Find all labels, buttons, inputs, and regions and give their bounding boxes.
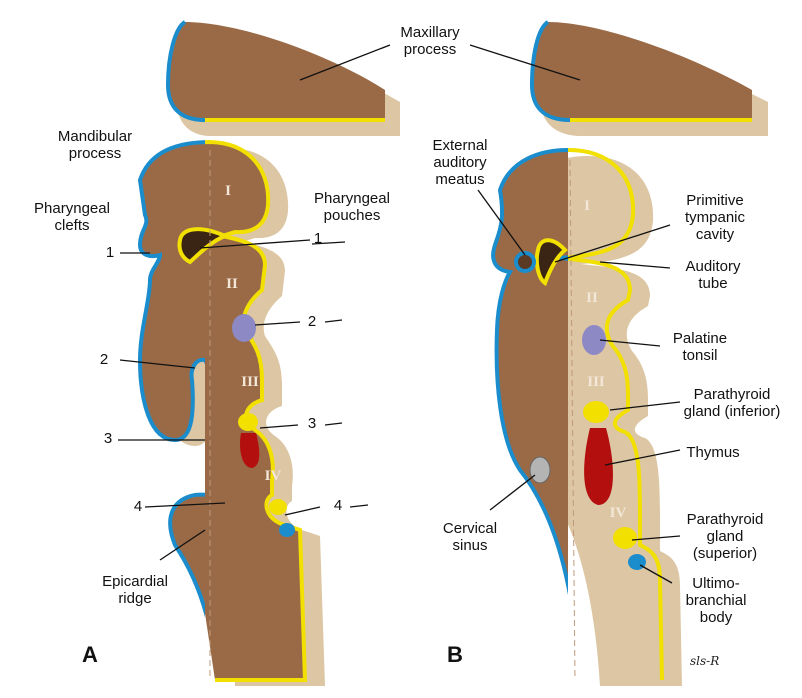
cleft-number-1: 1 xyxy=(105,244,115,261)
pouch-number-2: 2 xyxy=(307,313,317,330)
artist-signature: sls-R xyxy=(690,654,720,668)
cervical-sinus-b xyxy=(529,456,551,484)
arch-IV-b: IV xyxy=(609,505,627,521)
panel-letter-a: A xyxy=(82,642,98,667)
palatine-tonsil-b xyxy=(582,325,606,355)
thymus-a xyxy=(240,433,260,468)
cleft-number-3: 3 xyxy=(103,430,113,447)
arch-I-a: I xyxy=(225,183,231,199)
maxillary-process-b xyxy=(529,20,768,136)
tonsil-a xyxy=(232,314,256,342)
maxillary-process-a xyxy=(165,20,400,136)
pouch-number-1: 1 xyxy=(313,230,323,247)
parathyroid-a xyxy=(238,413,258,431)
parathyroid-superior-b xyxy=(613,527,637,549)
pharyngeal-region-b xyxy=(491,147,682,686)
label-thymus: Thymus xyxy=(686,444,740,461)
leader-lines xyxy=(118,44,681,584)
pouch-1-a xyxy=(177,227,231,265)
cleft-number-2: 2 xyxy=(99,351,109,368)
arch-II-b: II xyxy=(586,290,598,306)
tympanic-cavity-b xyxy=(534,238,568,287)
arch-III-b: III xyxy=(587,374,605,390)
pouch-number-4: 4 xyxy=(333,497,343,514)
arch-II-a: II xyxy=(226,276,238,292)
cleft-number-4: 4 xyxy=(133,498,143,515)
pharyngeal-region-a xyxy=(137,139,325,686)
parathyroid-inferior-b xyxy=(583,401,609,423)
pouch-number-3: 3 xyxy=(307,415,317,432)
ultimobranchial-a xyxy=(279,523,295,537)
arch-IV-a: IV xyxy=(264,468,282,484)
thymus-b xyxy=(584,428,613,505)
arch-III-a: III xyxy=(241,374,259,390)
external-meatus-b xyxy=(514,251,536,273)
panel-letter-b: B xyxy=(447,642,463,667)
arch-I-b: I xyxy=(584,198,590,214)
